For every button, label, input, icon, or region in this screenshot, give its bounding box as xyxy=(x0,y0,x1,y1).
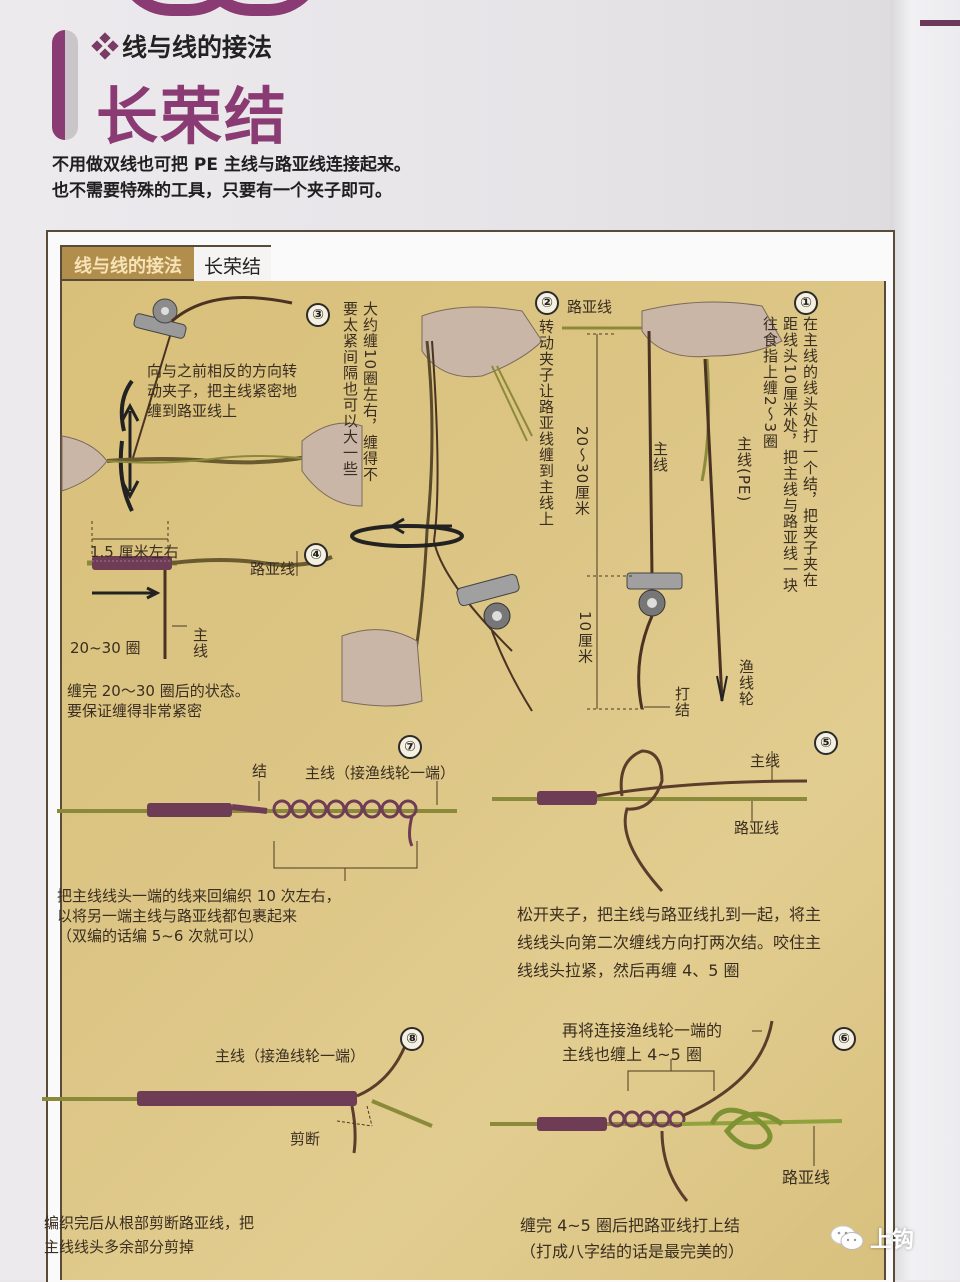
step4-label-leader: 路亚线 xyxy=(250,560,296,578)
step8-caption: 编织完后从根部剪断路亚线，把 主线线头多余部分剪掉 xyxy=(44,1211,254,1259)
text-line: 动夹子，把主线紧密地 xyxy=(147,382,298,400)
intro-line: 不用做双线也可把 PE 主线与路亚线连接起来。 xyxy=(52,155,411,175)
text-line: 编织完后从根部剪断路亚线，把 xyxy=(44,1214,255,1232)
knot-illustrations xyxy=(42,295,843,1202)
box-tab-title: 长荣结 xyxy=(194,245,272,281)
step1-label-reel: 渔线轮 xyxy=(737,659,755,707)
step7-label-main: 主线（接渔线轮一端） xyxy=(305,764,456,782)
category-label: 线与线的接法 xyxy=(122,33,273,62)
text-line: 以将另一端主线与路亚线都包裹起来 xyxy=(57,907,298,925)
binder-clip-icon xyxy=(133,298,187,339)
step7-label-knot: 结 xyxy=(252,762,268,780)
binder-clip-icon xyxy=(626,572,683,617)
step7-caption: 把主线线头一端的线来回编织 10 次左右， 以将另一端主线与路亚线都包裹起来 （… xyxy=(57,886,341,946)
step5-illustration xyxy=(492,749,808,893)
step4-caption: 缠完 20～30 圈后的状态。 要保证缠得非常紧密 xyxy=(67,681,250,721)
step1-label-knot: 打结 xyxy=(673,686,691,718)
step5-label-main: 主线 xyxy=(750,752,781,770)
step1-instruction: 在主线的线头处打一个结，把夹子夹在 距线头10厘米处，把主线与路亚线一块 往食指… xyxy=(760,316,820,606)
step5-label-leader: 路亚线 xyxy=(734,819,780,837)
illustration-panel: ③ ② ① ④ ⑦ ⑤ ⑧ ⑥ 向与之前相反的方向转 动夹子，把主线紧密地 缠到… xyxy=(42,281,886,1280)
text-line: 向与之前相反的方向转 xyxy=(147,362,298,380)
text-col: 要太紧间隔也可以大一些 xyxy=(341,301,359,477)
step-number-2: ② xyxy=(535,291,559,315)
text-line: 松开夹子，把主线与路亚线扎到一起，将主 xyxy=(517,905,822,924)
step-number-5: ⑤ xyxy=(814,731,838,755)
step4-turns: 20~30 圈 xyxy=(70,639,141,657)
page-title: 长荣结 xyxy=(96,80,289,153)
step6-label-leader: 路亚线 xyxy=(782,1168,831,1187)
intro-text: 不用做双线也可把 PE 主线与路亚线连接起来。 也不需要特殊的工具，只要有一个夹… xyxy=(52,152,411,204)
text-line: 线线头拉紧，然后再缠 4、5 圈 xyxy=(517,961,740,980)
step4-label-main: 主线 xyxy=(191,627,209,659)
step8-label-cut: 剪断 xyxy=(290,1130,321,1148)
next-page-edge xyxy=(890,0,960,1280)
text-line: （打成八字结的话是最完美的） xyxy=(520,1242,745,1261)
text-line: （双编的话编 5~6 次就可以） xyxy=(57,927,264,945)
text-line: 缠到路亚线上 xyxy=(147,402,238,420)
step3-illustration xyxy=(61,295,363,512)
step-number-6: ⑥ xyxy=(832,1027,856,1051)
watermark-text: 上钩 xyxy=(870,1228,915,1253)
step7-illustration xyxy=(57,781,457,881)
text-line: 缠完 20～30 圈后的状态。 xyxy=(67,682,250,700)
text-col: 在主线的线头处打一个结，把夹子夹在 xyxy=(801,316,819,588)
text-line: 线线头向第二次缠线方向打两次结。咬住主 xyxy=(517,933,822,952)
box-tab-category: 线与线的接法 xyxy=(60,245,194,281)
text-line: 把主线线头一端的线来回编织 10 次左右， xyxy=(57,887,341,905)
diamond-bullet-icon xyxy=(91,32,119,60)
step1-illustration xyxy=(562,301,783,710)
intro-line: 也不需要特殊的工具，只要有一个夹子即可。 xyxy=(52,181,392,201)
step1-label-main: 主线 xyxy=(651,441,669,473)
step1-label-leader: 路亚线 xyxy=(567,298,613,316)
text-col: 距线头10厘米处，把主线与路亚线一块 xyxy=(781,316,799,594)
step1-label-main-pe: 主线(PE) xyxy=(735,436,753,503)
step1-dim-short: 10厘米 xyxy=(576,611,594,665)
step8-illustration xyxy=(42,1040,433,1154)
box-header: 线与线的接法 长荣结 xyxy=(60,245,272,281)
step-number-7: ⑦ xyxy=(398,735,422,759)
step1-dim-long: 20～30厘米 xyxy=(573,426,591,517)
section-category: 线与线的接法 xyxy=(91,28,273,64)
title-side-bar xyxy=(52,30,78,140)
step8-label-main: 主线（接渔线轮一端） xyxy=(215,1047,366,1065)
step-number-4: ④ xyxy=(304,543,328,567)
step6-note: 再将连接渔线轮一端的 主线也缠上 4~5 圈 xyxy=(562,1019,722,1067)
step3-instruction: 向与之前相反的方向转 动夹子，把主线紧密地 缠到路亚线上 xyxy=(147,361,297,421)
text-line: 要保证缠得非常紧密 xyxy=(67,702,203,720)
step5-caption: 松开夹子，把主线与路亚线扎到一起，将主 线线头向第二次缠线方向打两次结。咬住主 … xyxy=(517,901,821,985)
text-col: 大约缠10圈左右，缠得不 xyxy=(361,301,379,483)
text-line: 主线也缠上 4~5 圈 xyxy=(562,1045,702,1064)
text-col: 往食指上缠2～3圈 xyxy=(761,316,779,450)
text-line: 缠完 4~5 圈后把路亚线打上结 xyxy=(520,1216,740,1235)
step2-instruction: 转动夹子让路亚线缠到主线上 xyxy=(537,319,555,527)
step-number-8: ⑧ xyxy=(400,1027,424,1051)
watermark: 上钩 xyxy=(830,1222,914,1254)
step6-illustration xyxy=(490,1020,843,1202)
text-line: 再将连接渔线轮一端的 xyxy=(562,1021,723,1040)
step2-illustration xyxy=(341,306,543,712)
step4-dim: 1.5 厘米左右 xyxy=(90,543,179,561)
step6-caption: 缠完 4~5 圈后把路亚线打上结 （打成八字结的话是最完美的） xyxy=(520,1213,744,1265)
wechat-icon xyxy=(830,1224,864,1252)
step-number-1: ① xyxy=(794,291,818,315)
text-line: 主线线头多余部分剪掉 xyxy=(44,1238,195,1256)
step2-note: 大约缠10圈左右，缠得不 要太紧间隔也可以大一些 xyxy=(340,301,380,491)
binder-clip-icon xyxy=(456,573,520,630)
step-number-3: ③ xyxy=(306,303,330,327)
